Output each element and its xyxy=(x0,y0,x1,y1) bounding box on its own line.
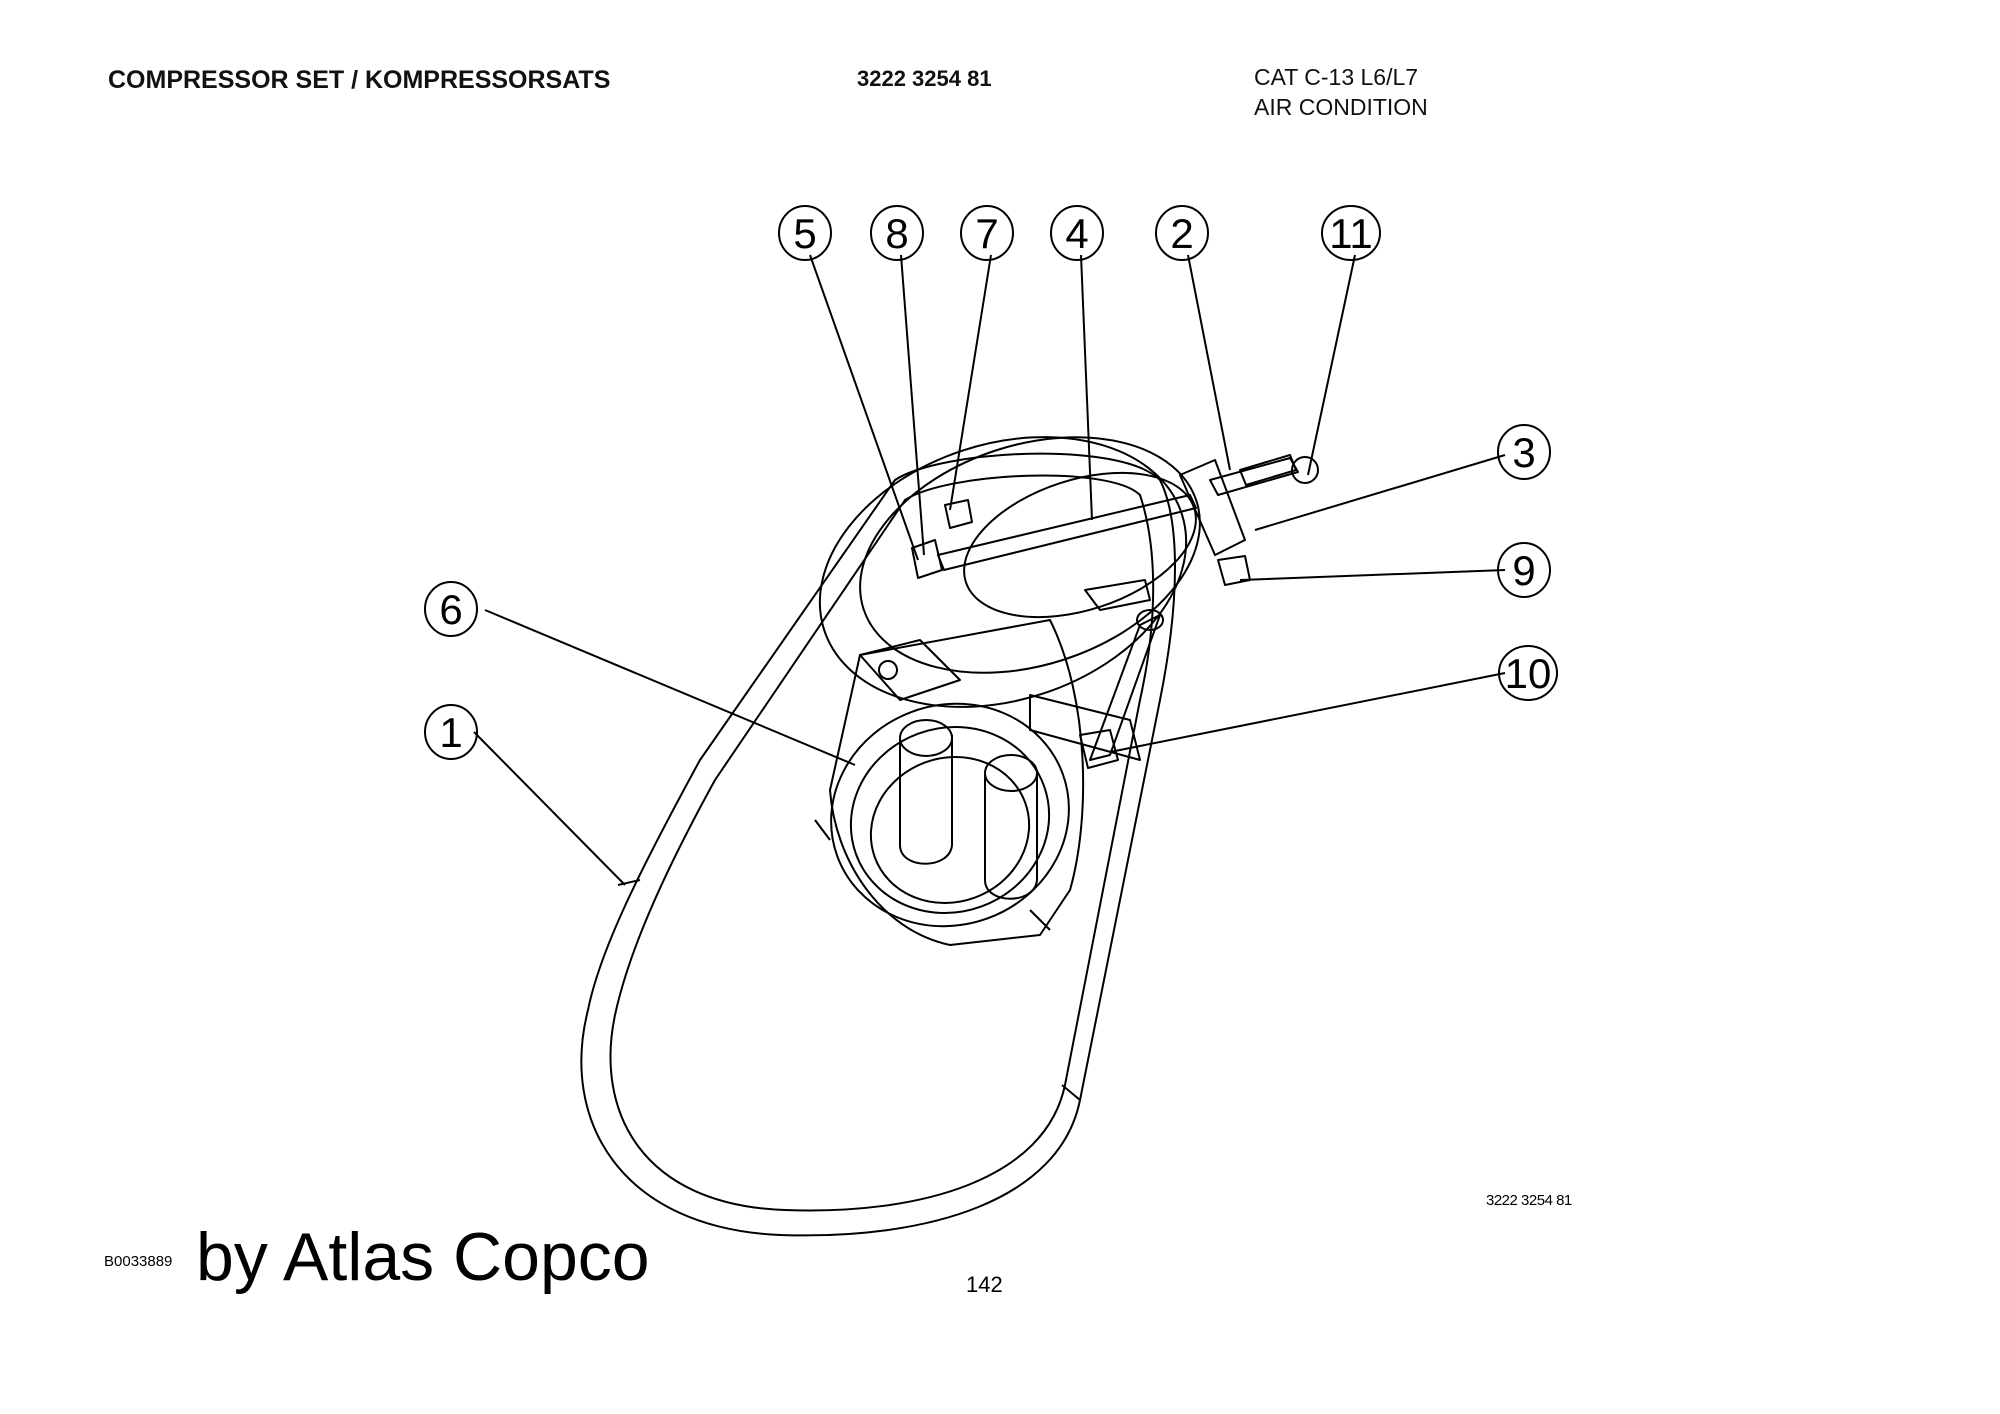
callout-2: 2 xyxy=(1170,210,1193,257)
callout-circle-2 xyxy=(1155,205,1209,261)
callout-9: 9 xyxy=(1512,547,1535,594)
callout-circle-1 xyxy=(424,704,478,760)
callout-circle-10 xyxy=(1498,645,1558,701)
front-plate xyxy=(830,702,1070,928)
page-title: COMPRESSOR SET / KOMPRESSORSATS xyxy=(108,66,611,94)
callout-labels: 5 8 7 4 2 11 3 9 10 6 1 xyxy=(439,210,1551,756)
belt-outer xyxy=(580,452,1176,1237)
nut-7 xyxy=(944,499,973,529)
drawing-number: 3222 3254 81 xyxy=(1486,1192,1572,1209)
callout-circle-5 xyxy=(778,205,832,261)
callout-circle-9 xyxy=(1497,542,1551,598)
leader-lines xyxy=(473,254,1506,886)
drawing-reference: B0033889 xyxy=(104,1253,173,1270)
callout-circle-4 xyxy=(1050,205,1104,261)
port-left xyxy=(899,735,953,865)
callout-circles xyxy=(424,205,1558,760)
pulley-outline xyxy=(818,436,1188,708)
callout-7: 7 xyxy=(975,210,998,257)
callout-circle-11 xyxy=(1321,205,1381,261)
callout-5: 5 xyxy=(793,210,816,257)
bracket-plate xyxy=(1179,459,1246,556)
belt-inner xyxy=(609,474,1155,1212)
callout-3: 3 xyxy=(1512,429,1535,476)
bolt-10 xyxy=(1079,729,1119,769)
subsystem-label: AIR CONDITION xyxy=(1254,94,1428,120)
callout-circle-8 xyxy=(870,205,924,261)
callout-10: 10 xyxy=(1505,650,1552,697)
nut-5 xyxy=(911,539,943,579)
callout-6: 6 xyxy=(439,586,462,633)
adjusting-bolt xyxy=(1239,454,1297,486)
callout-11: 11 xyxy=(1329,210,1373,257)
callout-4: 4 xyxy=(1065,210,1088,257)
port-right xyxy=(984,770,1038,900)
tension-rod xyxy=(1089,614,1161,761)
callout-1: 1 xyxy=(439,709,462,756)
callout-circle-7 xyxy=(960,205,1014,261)
callout-circle-6 xyxy=(424,581,478,637)
compressor-body xyxy=(829,619,1085,946)
page-number: 142 xyxy=(966,1272,1003,1297)
brace-rod xyxy=(937,494,1197,571)
part-number: 3222 3254 81 xyxy=(857,66,992,91)
callout-circle-3 xyxy=(1497,424,1551,480)
engine-model: CAT C-13 L6/L7 xyxy=(1254,64,1419,90)
callout-8: 8 xyxy=(885,210,908,257)
brand-watermark: by Atlas Copco xyxy=(196,1219,650,1295)
